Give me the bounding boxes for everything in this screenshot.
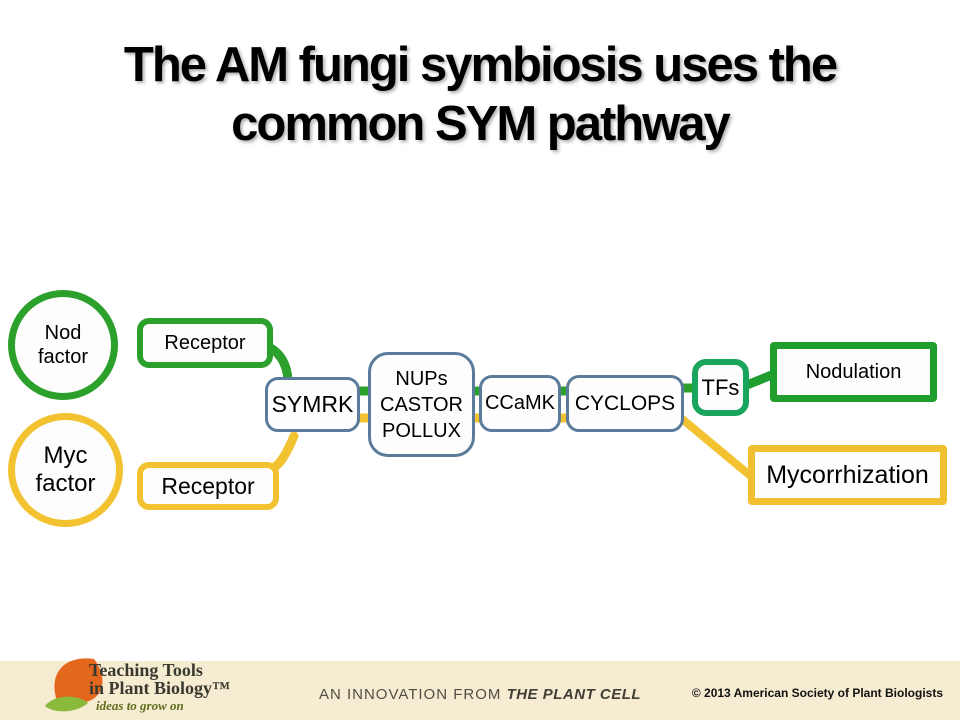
nups-castor-pollux-box: NUPs CASTOR POLLUX <box>368 352 475 457</box>
symrk-box: SYMRK <box>265 377 360 432</box>
tfs-box: TFs <box>692 359 749 416</box>
nodulation-label: Nodulation <box>805 360 902 383</box>
slide-title-line2: common SYM pathway <box>231 97 731 151</box>
nodulation-box: Nodulation <box>770 342 937 402</box>
orange-leaf-icon <box>54 658 103 704</box>
nups-castor-pollux-label: NUPs CASTOR POLLUX <box>380 367 463 442</box>
myc-factor-circle: Myc factor <box>8 413 123 527</box>
myc-factor-label: Myc factor <box>35 442 96 497</box>
innovation-prefix: AN INNOVATION FROM <box>318 686 507 703</box>
connector-cyclops-mycorrhization <box>678 414 756 482</box>
myc-receptor-box: Receptor <box>137 462 279 510</box>
mycorrhization-label: Mycorrhization <box>766 460 929 489</box>
nod-receptor-box: Receptor <box>137 318 273 368</box>
footer-bar <box>0 661 960 720</box>
logo-line2: in Plant Biology™ <box>89 678 231 698</box>
teaching-tools-wordmark: Teaching Tools in Plant Biology™ <box>89 661 230 697</box>
cyclops-label: CYCLOPS <box>574 391 676 415</box>
nod-factor-circle: Nod factor <box>8 290 118 400</box>
nod-factor-label: Nod factor <box>37 322 89 368</box>
innovation-line: AN INNOVATION FROM THE PLANT CELL <box>0 686 960 703</box>
cyclops-box: CYCLOPS <box>566 375 684 432</box>
connector-tfs-nodulation <box>745 369 776 390</box>
slide-title: The AM fungi symbiosis uses the common S… <box>0 36 960 154</box>
ccamk-label: CCaMK <box>484 392 555 414</box>
slide-title-line1: The AM fungi symbiosis uses the <box>123 38 838 92</box>
copyright-text: © 2013 American Society of Plant Biologi… <box>691 686 943 700</box>
ccamk-box: CCaMK <box>479 375 561 432</box>
symrk-label: SYMRK <box>271 391 354 417</box>
green-leaf-icon <box>45 696 88 712</box>
myc-receptor-label: Receptor <box>161 472 255 499</box>
teaching-tools-leaf-logo-icon <box>45 658 103 712</box>
connector-myc-receptor-symrk <box>271 431 299 471</box>
nod-receptor-label: Receptor <box>164 331 246 354</box>
the-plant-cell-brand: THE PLANT CELL <box>506 686 642 703</box>
tfs-label: TFs <box>701 374 740 400</box>
logo-tagline: ideas to grow on <box>96 698 184 713</box>
mycorrhization-box: Mycorrhization <box>748 445 947 505</box>
logo-line1: Teaching Tools <box>89 660 203 680</box>
